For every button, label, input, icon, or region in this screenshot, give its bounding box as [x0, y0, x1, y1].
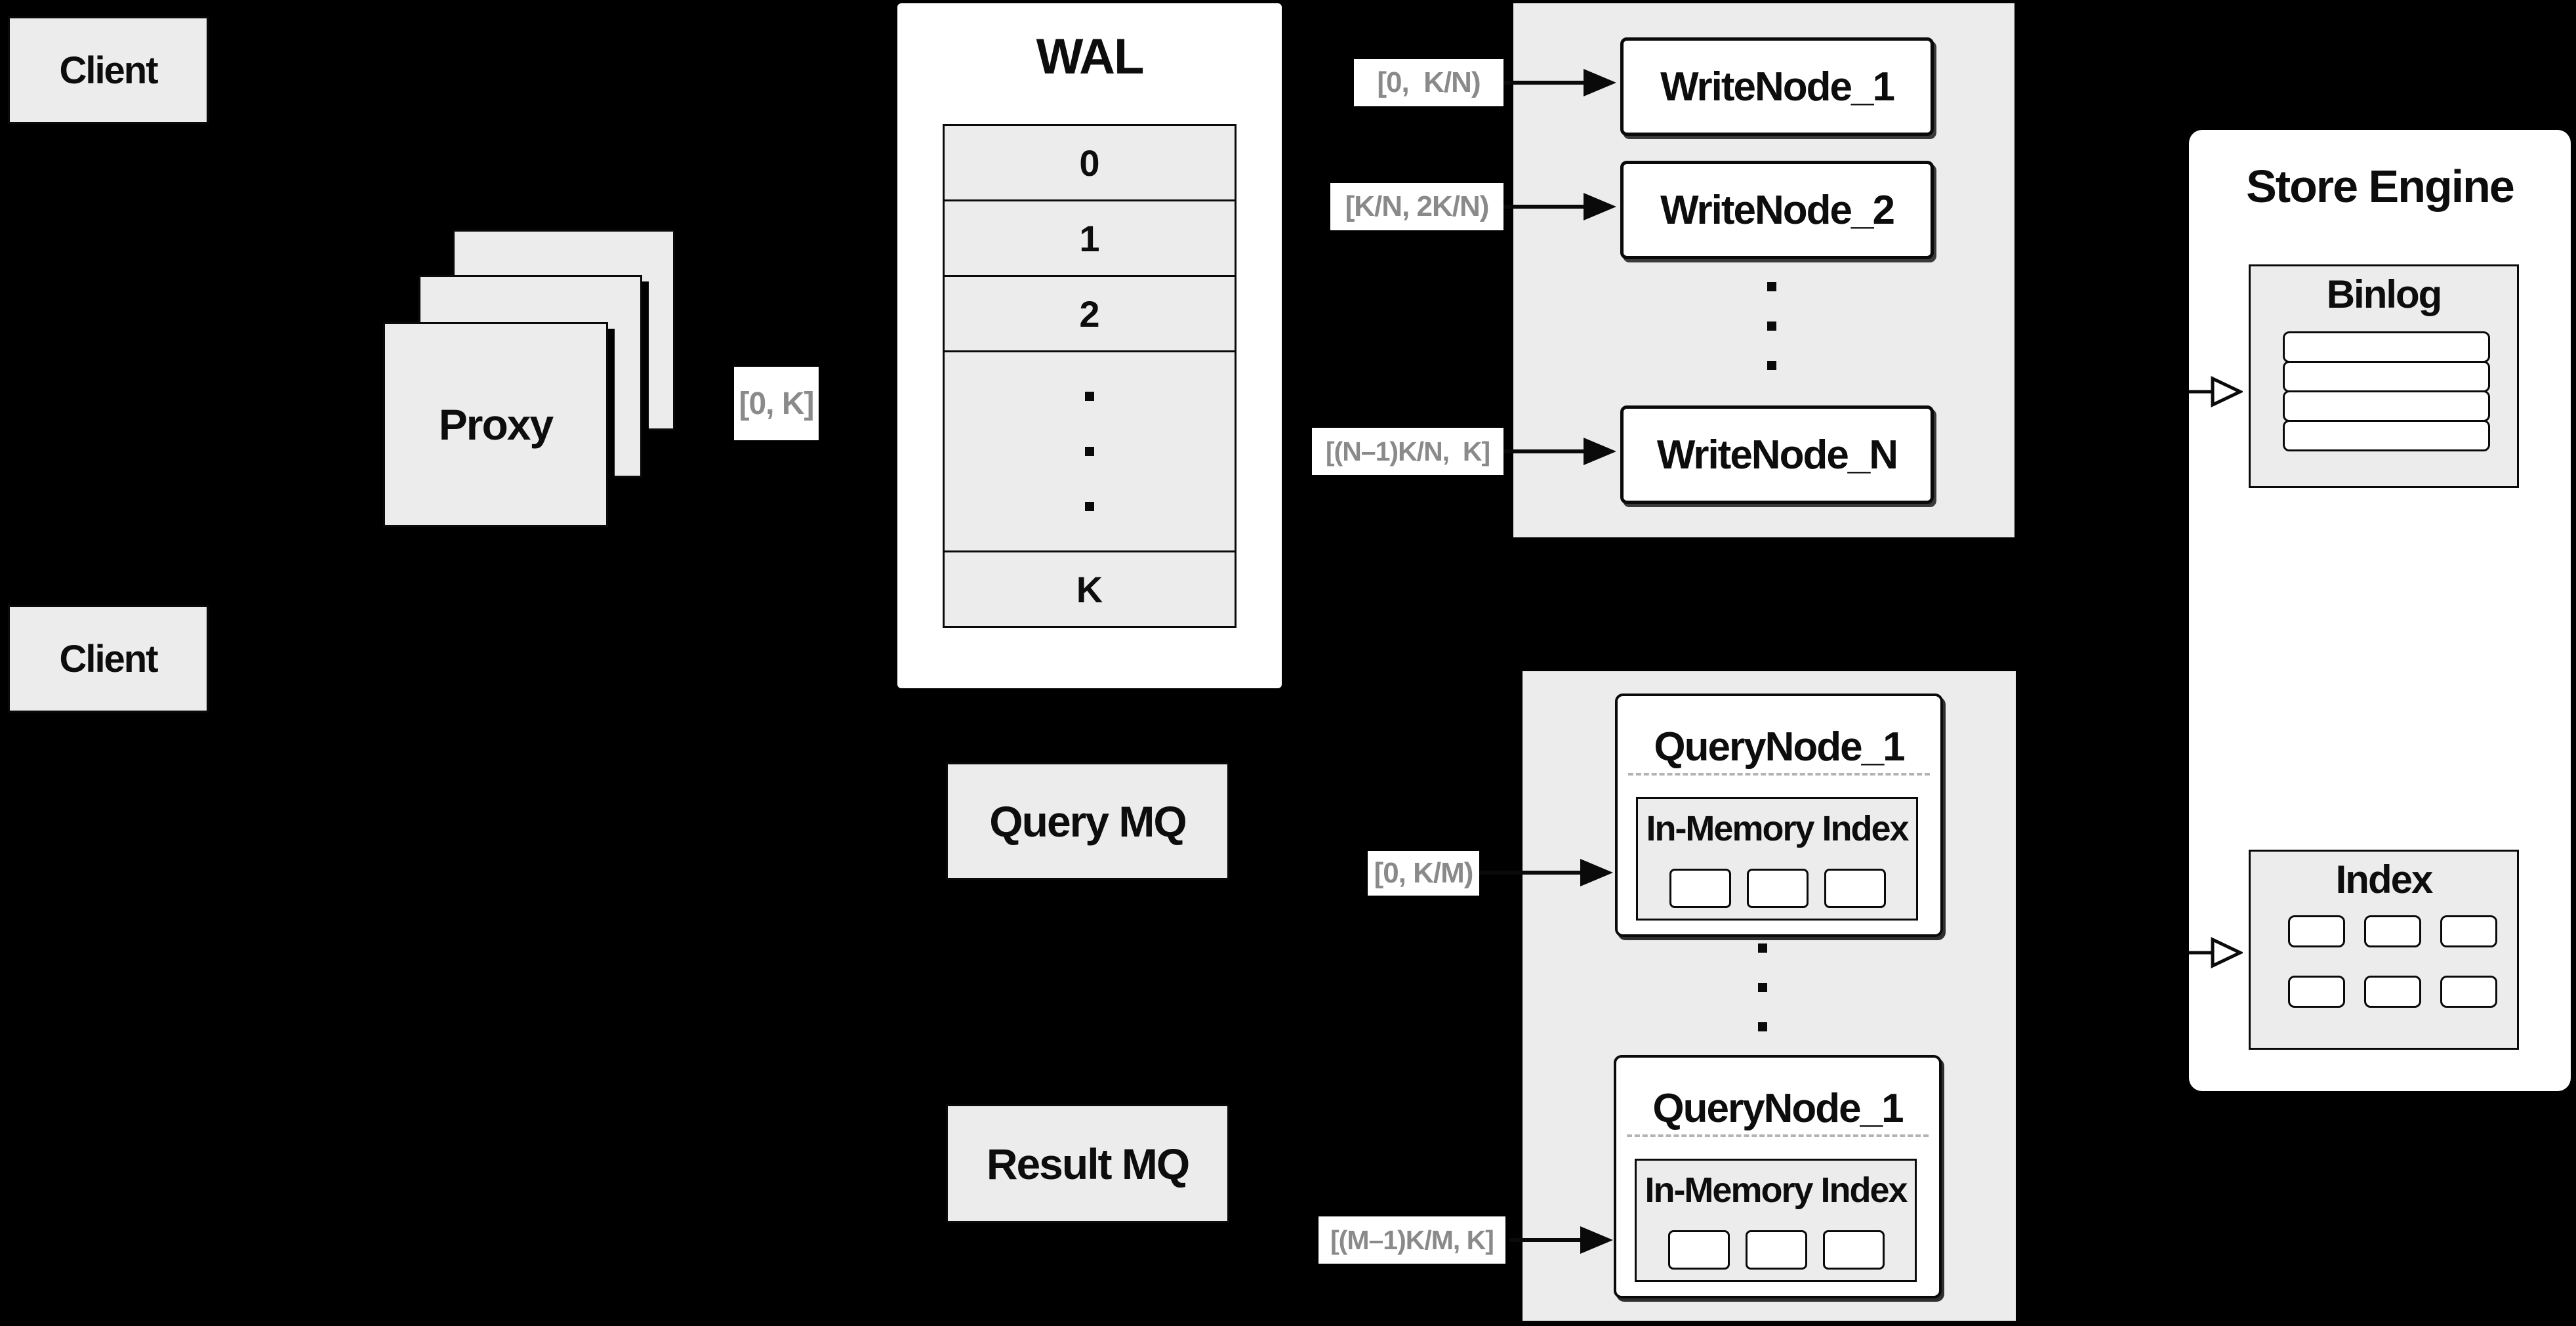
- write-node-n: WriteNode_N: [1620, 405, 1934, 504]
- ellipsis-dot: [1085, 447, 1094, 456]
- binlog-row: [2283, 331, 2490, 363]
- wal-row-k: K: [945, 550, 1235, 626]
- range-label-querynode-2: [(M–1)K/M, K]: [1319, 1216, 1505, 1264]
- arrowhead-to-querynode-1: [1580, 859, 1613, 886]
- client-node-top: Client: [8, 16, 209, 124]
- range-label-writenode-2: [K/N, 2K/N): [1330, 183, 1503, 230]
- arrow-to-querynode-1: [1479, 871, 1582, 875]
- range-label-proxy-wal: [0, K]: [734, 367, 819, 440]
- store-engine-title: Store Engine: [2246, 161, 2515, 212]
- segment-cell: [1668, 1230, 1730, 1270]
- query-nodes-ellipsis: [1758, 943, 1767, 1031]
- query-node-1: QueryNode_1 In-Memory Index: [1615, 694, 1943, 937]
- index-cell: [2364, 976, 2421, 1008]
- ellipsis-dot: [1767, 282, 1776, 291]
- index-cell: [2288, 915, 2345, 947]
- binlog-title: Binlog: [2326, 272, 2443, 316]
- index-cell: [2440, 976, 2497, 1008]
- result-mq-node: Result MQ: [946, 1104, 1229, 1223]
- index-cell: [2288, 976, 2345, 1008]
- wal-row-0: 0: [945, 126, 1235, 199]
- write-node-2: WriteNode_2: [1620, 161, 1934, 259]
- proxy-node: Proxy: [383, 322, 608, 527]
- binlog-rows: [2283, 331, 2490, 451]
- wal-row-1: 1: [945, 199, 1235, 275]
- wal-row-ellipsis: [945, 350, 1235, 550]
- arrow-to-writenode-1: [1503, 81, 1585, 85]
- dashed-separator: [1627, 1134, 1929, 1137]
- ellipsis-dot: [1085, 502, 1094, 511]
- ellipsis-dot: [1758, 983, 1767, 992]
- arrowhead-to-writenode-2: [1584, 193, 1616, 220]
- wal-segment-table: 0 1 2 K: [943, 124, 1237, 628]
- arrowhead-to-querynode-2: [1580, 1226, 1613, 1254]
- write-node-1: WriteNode_1: [1620, 37, 1934, 136]
- segment-cell: [1823, 1230, 1885, 1270]
- query-node-2-title: QueryNode_1: [1652, 1086, 1904, 1131]
- range-label-querynode-1: [0, K/M): [1368, 851, 1479, 896]
- dashed-separator: [1628, 773, 1930, 776]
- wal-title: WAL: [1036, 29, 1145, 85]
- binlog-row: [2283, 390, 2490, 422]
- index-segment-squares: [1669, 869, 1886, 908]
- segment-cell: [1824, 869, 1886, 908]
- index-cells: [2288, 915, 2497, 1008]
- range-label-writenode-n: [(N–1)K/N, K]: [1312, 428, 1503, 475]
- hollow-arrowhead: [2211, 937, 2243, 968]
- in-memory-index-1-title: In-Memory Index: [1646, 809, 1909, 848]
- wal-row-2: 2: [945, 275, 1235, 350]
- binlog-row: [2283, 361, 2490, 392]
- query-node-2: QueryNode_1 In-Memory Index: [1614, 1055, 1942, 1298]
- segment-cell: [1747, 869, 1809, 908]
- in-memory-index-2: In-Memory Index: [1635, 1159, 1917, 1282]
- range-label-writenode-1: [0, K/N): [1354, 59, 1503, 106]
- client-node-bottom: Client: [8, 605, 209, 713]
- index-segment-squares: [1668, 1230, 1885, 1270]
- index-box: Index: [2249, 850, 2519, 1050]
- binlog-box: Binlog: [2249, 264, 2519, 488]
- index-title: Index: [2335, 858, 2434, 901]
- arrowhead-to-writenode-n: [1584, 438, 1616, 465]
- binlog-row: [2283, 420, 2490, 451]
- arrow-to-index: [2189, 937, 2243, 968]
- wal-container: WAL 0 1 2 K: [897, 3, 1282, 688]
- arrow-to-binlog: [2189, 376, 2243, 407]
- ellipsis-dot: [1767, 361, 1776, 370]
- arrow-to-writenode-2: [1503, 205, 1585, 209]
- in-memory-index-1: In-Memory Index: [1636, 797, 1918, 921]
- query-node-1-title: QueryNode_1: [1654, 724, 1905, 770]
- store-engine-container: Store Engine Binlog Index: [2189, 130, 2571, 1091]
- ellipsis-dot: [1758, 943, 1767, 953]
- hollow-arrowhead: [2211, 376, 2243, 407]
- ellipsis-dot: [1085, 392, 1094, 401]
- segment-cell: [1669, 869, 1731, 908]
- ellipsis-dot: [1758, 1022, 1767, 1031]
- write-nodes-ellipsis: [1767, 282, 1776, 370]
- in-memory-index-2-title: In-Memory Index: [1645, 1171, 1908, 1210]
- ellipsis-dot: [1767, 321, 1776, 331]
- segment-cell: [1746, 1230, 1807, 1270]
- arrow-to-writenode-n: [1503, 449, 1585, 453]
- arrow-to-querynode-2: [1509, 1238, 1582, 1242]
- index-cell: [2364, 915, 2421, 947]
- arrowhead-to-writenode-1: [1584, 69, 1616, 96]
- index-cell: [2440, 915, 2497, 947]
- query-mq-node: Query MQ: [946, 762, 1229, 880]
